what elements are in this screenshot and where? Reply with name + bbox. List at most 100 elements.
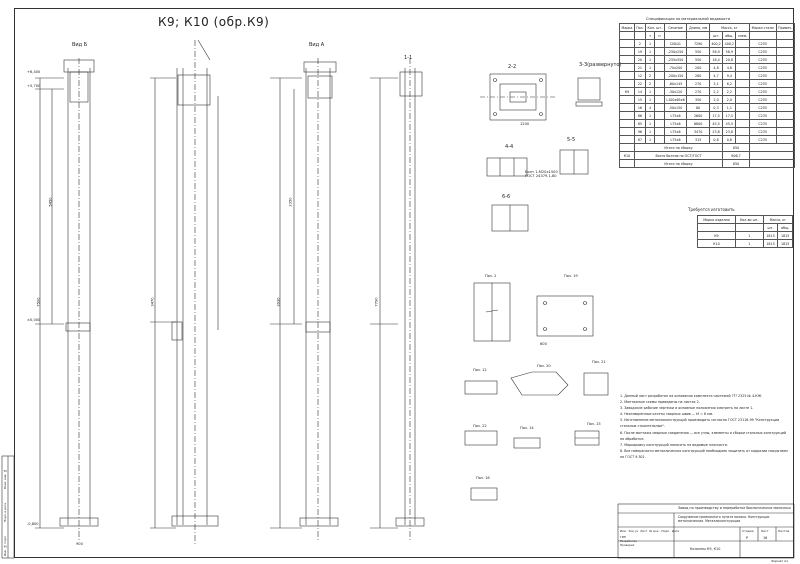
spec-cell: L75х6 xyxy=(663,119,688,128)
elevation-top: +6,400 xyxy=(27,70,41,74)
required-subheader-cell: общ. xyxy=(777,223,793,232)
spec-cell xyxy=(775,87,796,96)
section-6-label: 6-6 xyxy=(502,194,511,200)
note-line: 3. Заводские рабочие чертежи и основные … xyxy=(620,406,754,411)
spec-cell xyxy=(775,39,796,48)
required-subheader-cell: шт. xyxy=(762,223,779,232)
spec-header-cell: Сечение xyxy=(663,23,688,32)
section-5-label: 5-5 xyxy=(567,137,576,143)
spec-cell: 2 xyxy=(644,79,656,88)
required-cell: 1 xyxy=(734,231,764,240)
spec-cell-mark xyxy=(619,127,635,136)
spec-cell: L75х6 xyxy=(663,111,688,120)
spec-cell: -50х150 xyxy=(663,103,688,112)
section-4-4 xyxy=(486,157,528,177)
spec-cell xyxy=(775,127,796,136)
spec-cell: 200 xyxy=(686,63,710,72)
elevation-base: -0,800 xyxy=(27,522,39,526)
spec-cell xyxy=(735,127,750,136)
note-line: 5. Изготовление металлоконструкций произ… xyxy=(620,418,780,429)
spec-cell: 14 xyxy=(633,87,646,96)
spec-footer-value: 906,7 xyxy=(722,151,750,160)
spec-cell: 4 xyxy=(644,103,656,112)
spec-cell xyxy=(654,127,665,136)
stamp-role: ГИП xyxy=(620,535,626,539)
spec-footer-value: 850 xyxy=(722,159,750,168)
stamp-column-header: Лист xyxy=(640,529,648,533)
side-strip-label: Взам. инв. № xyxy=(3,468,7,489)
stamp-sheets-label: Листов xyxy=(778,529,790,533)
spec-cell: 85 xyxy=(633,119,646,128)
spec-cell: 21 xyxy=(633,63,646,72)
spec-cell: 3470 xyxy=(686,127,710,136)
spec-cell: L75х6 xyxy=(663,127,688,136)
spec-cell: 17,5 xyxy=(722,111,737,120)
spec-cell: 1 xyxy=(644,63,656,72)
spec-cell xyxy=(654,79,665,88)
spec-header-row: Марка Поз. Кол. шт. Сечение Длина, мм Ма… xyxy=(619,23,796,32)
position-14-detail xyxy=(513,437,541,449)
spec-footer-empty xyxy=(748,159,796,168)
spec-cell: С255 xyxy=(748,103,777,112)
spec-cell: С255 xyxy=(748,47,777,56)
spec-cell: 1,1 xyxy=(722,103,737,112)
spec-cell: 58,9 xyxy=(708,47,724,56)
section-2-2 xyxy=(480,73,556,121)
spec-cell xyxy=(735,119,750,128)
spec-header-cell: Марка стали xyxy=(748,23,777,32)
position-16-detail xyxy=(470,487,498,501)
position-15-label: Поз. 15 xyxy=(587,422,601,426)
column-view-b xyxy=(35,58,99,540)
spec-cell: 80 xyxy=(686,103,710,112)
spec-cell: 20,8 xyxy=(722,55,737,64)
spec-cell: С255 xyxy=(748,55,777,64)
spec-cell: 2,2 xyxy=(722,87,737,96)
spec-cell xyxy=(735,55,750,64)
side-strip-label: Подп. и дата xyxy=(3,502,7,522)
spec-footer-empty xyxy=(748,151,796,160)
spec-cell: 19 xyxy=(633,47,646,56)
spec-cell: 23,8 xyxy=(722,127,737,136)
spec-cell: 3,1 xyxy=(708,79,724,88)
spec-cell: 86 xyxy=(633,111,646,120)
spec-cell xyxy=(775,63,796,72)
spec-cell xyxy=(654,71,665,80)
spec-cell: L100х65х6 xyxy=(663,95,688,104)
spec-cell-mark: К9 xyxy=(619,87,635,96)
spec-cell xyxy=(654,111,665,120)
spec-subheader-cell: т xyxy=(644,31,656,40)
spec-cell: 4,8 xyxy=(708,63,724,72)
stamp-sheet-title: Колонны К9, К10 xyxy=(690,547,721,551)
spec-cell: 22 xyxy=(633,79,646,88)
spec-table: Марка Поз. Кол. шт. Сечение Длина, мм Ма… xyxy=(619,23,796,168)
spec-cell xyxy=(775,47,796,56)
spec-cell-mark xyxy=(619,135,635,144)
required-cell: 1815 xyxy=(777,239,793,248)
required-cell: К10 xyxy=(697,239,736,248)
spec-cell: 270 xyxy=(686,79,710,88)
spec-cell xyxy=(735,39,750,48)
spec-cell: С255 xyxy=(748,39,777,48)
spec-cell xyxy=(654,47,665,56)
spec-cell xyxy=(735,63,750,72)
spec-cell: 550 xyxy=(686,47,710,56)
spec-cell: 1 xyxy=(644,135,656,144)
stamp-object: Сооружение приемочного пункта молока. Ко… xyxy=(678,515,770,523)
spec-footer-label: Всего болтов по ОСТ/ГОСТ xyxy=(633,151,724,160)
required-cell: 1 xyxy=(734,239,764,248)
spec-cell xyxy=(654,119,665,128)
note-line: 1. Данный лист разработан на основании к… xyxy=(620,394,763,398)
position-15-detail xyxy=(574,430,600,446)
general-notes: 1. Данный лист разработан на основании к… xyxy=(620,393,788,460)
stamp-role: Разработал xyxy=(620,539,637,543)
spec-cell-mark xyxy=(619,71,635,80)
spec-cell: 2,2 xyxy=(708,87,724,96)
spec-cell: 16 xyxy=(633,103,646,112)
required-header-row: Марка изделия Кол-во шт. Масса, кг xyxy=(697,215,794,224)
